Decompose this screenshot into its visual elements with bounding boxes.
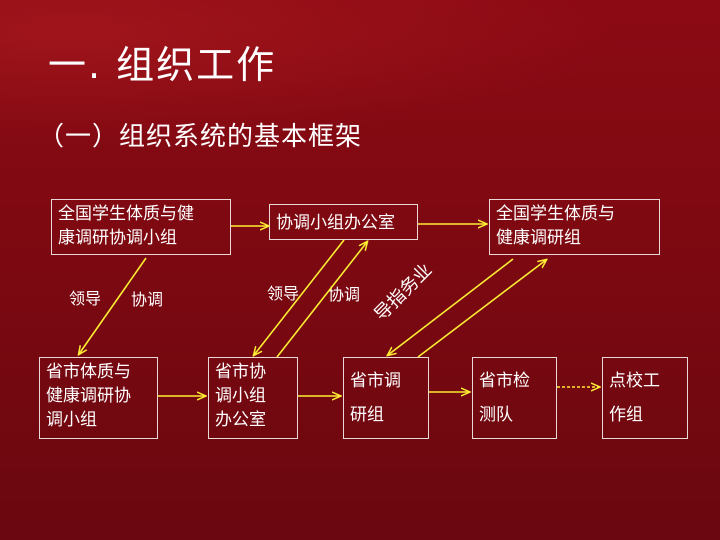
- national-research-group-box: 全国学生体质与 健康调研组: [489, 199, 660, 255]
- node-line: 调小组: [46, 410, 97, 430]
- node-line: 协调小组办公室: [276, 213, 395, 233]
- background-glow: [0, 0, 720, 160]
- node-line: 调小组: [215, 386, 266, 406]
- provincial-test-team-box: 省市检 测队: [472, 357, 557, 439]
- node-line: 测队: [479, 405, 513, 425]
- slide-title: 一. 组织工作: [48, 43, 277, 87]
- provincial-office-box: 省市协 调小组 办公室: [208, 357, 298, 439]
- arrow-office-to-provincial-office: [254, 239, 345, 355]
- national-group-box: 全国学生体质与健 康调研协调小组: [51, 199, 231, 255]
- node-line: 全国学生体质与: [496, 204, 615, 224]
- label-lead-left: 领导: [69, 289, 102, 308]
- school-group-box: 点校工 作组: [602, 357, 688, 439]
- label-lead-mid: 领导: [267, 284, 300, 303]
- node-line: 省市协: [215, 362, 266, 382]
- provincial-research-group-box: 省市调 研组: [343, 357, 429, 439]
- slide-subtitle: （一）组织系统的基本框架: [38, 122, 363, 152]
- node-line: 办公室: [215, 410, 266, 430]
- node-line: 研组: [350, 405, 384, 425]
- provincial-group-box: 省市体质与 健康调研协 调小组: [39, 357, 158, 439]
- label-coord-left: 协调: [131, 290, 164, 309]
- node-line: 省市调: [350, 371, 401, 391]
- arrow-national-to-provincial: [79, 257, 147, 354]
- arrow-provincial-office-to-office: [276, 242, 367, 358]
- node-line: 省市检: [479, 371, 530, 391]
- node-line: 省市体质与: [46, 362, 131, 382]
- arrow-provincial-research-to-research: [417, 260, 546, 358]
- node-line: 健康调研组: [496, 228, 581, 248]
- node-line: 健康调研协: [46, 386, 131, 406]
- arrow-research-to-provincial-research: [388, 258, 514, 355]
- node-line: 作组: [609, 405, 643, 425]
- node-line: 全国学生体质与健: [58, 204, 194, 224]
- node-line: 康调研协调小组: [58, 228, 177, 248]
- label-coord-mid: 协调: [328, 285, 361, 304]
- node-line: 点校工: [609, 371, 660, 391]
